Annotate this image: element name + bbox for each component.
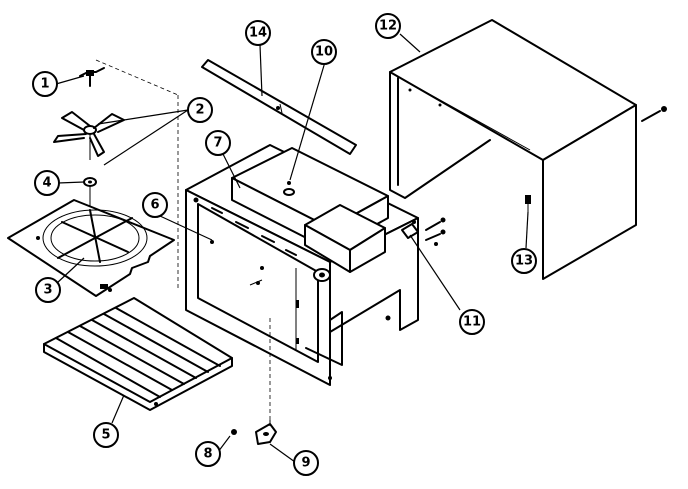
part-13-screw	[525, 195, 531, 212]
callout-8-label: 8	[203, 447, 212, 462]
callout-1-label: 1	[40, 77, 49, 92]
callout-2-label: 2	[195, 103, 204, 118]
part-4-washer	[83, 177, 97, 208]
callout-11: 11	[459, 309, 485, 335]
callout-5-label: 5	[101, 428, 110, 443]
callout-10-label: 10	[315, 45, 333, 60]
callout-1: 1	[32, 71, 58, 97]
callout-6-label: 6	[150, 198, 159, 213]
callout-3: 3	[35, 277, 61, 303]
callout-4-label: 4	[42, 176, 51, 191]
part-1-fan-nut	[79, 67, 105, 87]
callout-6: 6	[142, 192, 168, 218]
part-8-screw	[231, 429, 237, 435]
callout-10: 10	[311, 39, 337, 65]
callout-14-label: 14	[249, 26, 267, 41]
callout-7: 7	[205, 130, 231, 156]
right-screw	[641, 106, 667, 122]
callout-13-label: 13	[515, 254, 533, 269]
part-5-oven-rack	[43, 297, 233, 411]
callout-9: 9	[293, 450, 319, 476]
callout-12: 12	[375, 13, 401, 39]
callout-3-label: 3	[43, 283, 52, 298]
callout-4: 4	[34, 170, 60, 196]
callout-11-label: 11	[463, 315, 481, 330]
callout-12-label: 12	[379, 19, 397, 34]
callout-13: 13	[511, 248, 537, 274]
part-9-bracket	[255, 420, 277, 445]
part-2-fan-blade	[53, 111, 125, 160]
callout-7-label: 7	[213, 136, 222, 151]
part-11-connector	[401, 217, 446, 246]
part-14-top-bracket	[201, 59, 357, 155]
callout-14: 14	[245, 20, 271, 46]
callout-2: 2	[187, 97, 213, 123]
oven-cavity-assembly	[95, 59, 419, 420]
part-3-fan-cover	[7, 199, 175, 297]
part-10-screw	[283, 181, 295, 196]
callout-8: 8	[195, 441, 221, 467]
callout-5: 5	[93, 422, 119, 448]
callout-9-label: 9	[301, 456, 310, 471]
leader-lines	[55, 33, 529, 463]
part-12-outer-cabinet	[389, 19, 637, 280]
